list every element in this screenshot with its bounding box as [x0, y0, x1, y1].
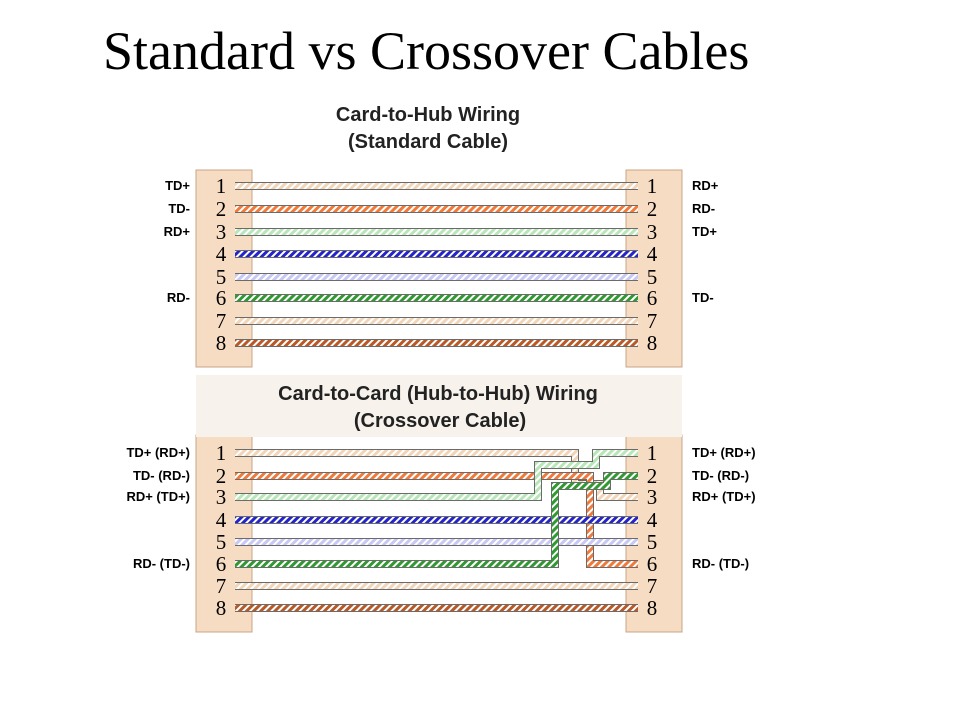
standard-right-pin-3: 3 — [647, 220, 658, 244]
standard-right-pin-5: 5 — [647, 265, 658, 289]
standard-left-label-pin-2: TD- — [168, 201, 190, 216]
standard-left-pin-4: 4 — [216, 242, 227, 266]
standard-right-pin-4: 4 — [647, 242, 658, 266]
crossover-left-pin-3: 3 — [216, 485, 227, 509]
standard-left-connector — [195, 169, 253, 368]
standard-right-pin-7: 7 — [647, 309, 658, 333]
crossover-right-pin-8: 8 — [647, 596, 658, 620]
crossover-right-label-pin-1: TD+ (RD+) — [692, 445, 756, 460]
page-title: Standard vs Crossover Cables — [103, 21, 750, 81]
crossover-right-pin-3: 3 — [647, 485, 658, 509]
standard-left-pin-1: 1 — [216, 174, 227, 198]
crossover-left-pin-8: 8 — [216, 596, 227, 620]
crossover-right-label-pin-6: RD- (TD-) — [692, 556, 750, 571]
standard-right-label-pin-2: RD- — [692, 201, 716, 216]
standard-left-pin-5: 5 — [216, 265, 227, 289]
standard-left-pin-6: 6 — [216, 286, 227, 310]
crossover-right-pin-5: 5 — [647, 530, 658, 554]
standard-heading-line1: Card-to-Hub Wiring — [335, 104, 521, 126]
crossover-wire-6 — [235, 473, 638, 567]
crossover-heading-line2: (Crossover Cable) — [353, 410, 527, 432]
standard-left-pin-8: 8 — [216, 331, 227, 355]
crossover-right-connector — [625, 434, 683, 633]
crossover-left-connector — [195, 434, 253, 633]
standard-right-pin-8: 8 — [647, 331, 658, 355]
standard-left-pin-7: 7 — [216, 309, 227, 333]
crossover-right-pin-2: 2 — [647, 464, 658, 488]
standard-heading-line2: (Standard Cable) — [347, 131, 509, 153]
standard-right-label-pin-3: TD+ — [692, 224, 717, 239]
standard-left-label-pin-3: RD+ — [163, 224, 190, 239]
standard-right-connector — [625, 169, 683, 368]
crossover-right-label-pin-2: TD- (RD-) — [692, 468, 750, 483]
crossover-left-label-pin-1: TD+ (RD+) — [126, 445, 190, 460]
crossover-right-label-pin-3: RD+ (TD+) — [692, 489, 756, 504]
crossover-right-pin-1: 1 — [647, 441, 658, 465]
standard-left-pin-3: 3 — [216, 220, 227, 244]
crossover-heading-line1: Card-to-Card (Hub-to-Hub) Wiring — [278, 383, 598, 405]
standard-left-label-pin-1: TD+ — [165, 178, 190, 193]
standard-right-label-pin-6: TD- — [692, 290, 714, 305]
crossover-heading-panel — [196, 375, 682, 437]
crossover-left-pin-4: 4 — [216, 508, 227, 532]
crossover-left-label-pin-2: TD- (RD-) — [132, 468, 190, 483]
crossover-wire-3 — [235, 450, 638, 500]
crossover-left-pin-7: 7 — [216, 574, 227, 598]
crossover-left-label-pin-3: RD+ (TD+) — [126, 489, 190, 504]
standard-left-label-pin-6: RD- — [166, 290, 190, 305]
crossover-left-pin-2: 2 — [216, 464, 227, 488]
crossover-left-pin-1: 1 — [216, 441, 227, 465]
standard-left-pin-2: 2 — [216, 197, 227, 221]
standard-right-pin-1: 1 — [647, 174, 658, 198]
crossover-right-pin-7: 7 — [647, 574, 658, 598]
crossover-right-pin-4: 4 — [647, 508, 658, 532]
standard-right-pin-2: 2 — [647, 197, 658, 221]
crossover-left-pin-5: 5 — [216, 530, 227, 554]
crossover-left-pin-6: 6 — [216, 552, 227, 576]
standard-right-pin-6: 6 — [647, 286, 658, 310]
crossover-left-label-pin-6: RD- (TD-) — [132, 556, 190, 571]
standard-right-label-pin-1: RD+ — [692, 178, 719, 193]
crossover-right-pin-6: 6 — [647, 552, 658, 576]
